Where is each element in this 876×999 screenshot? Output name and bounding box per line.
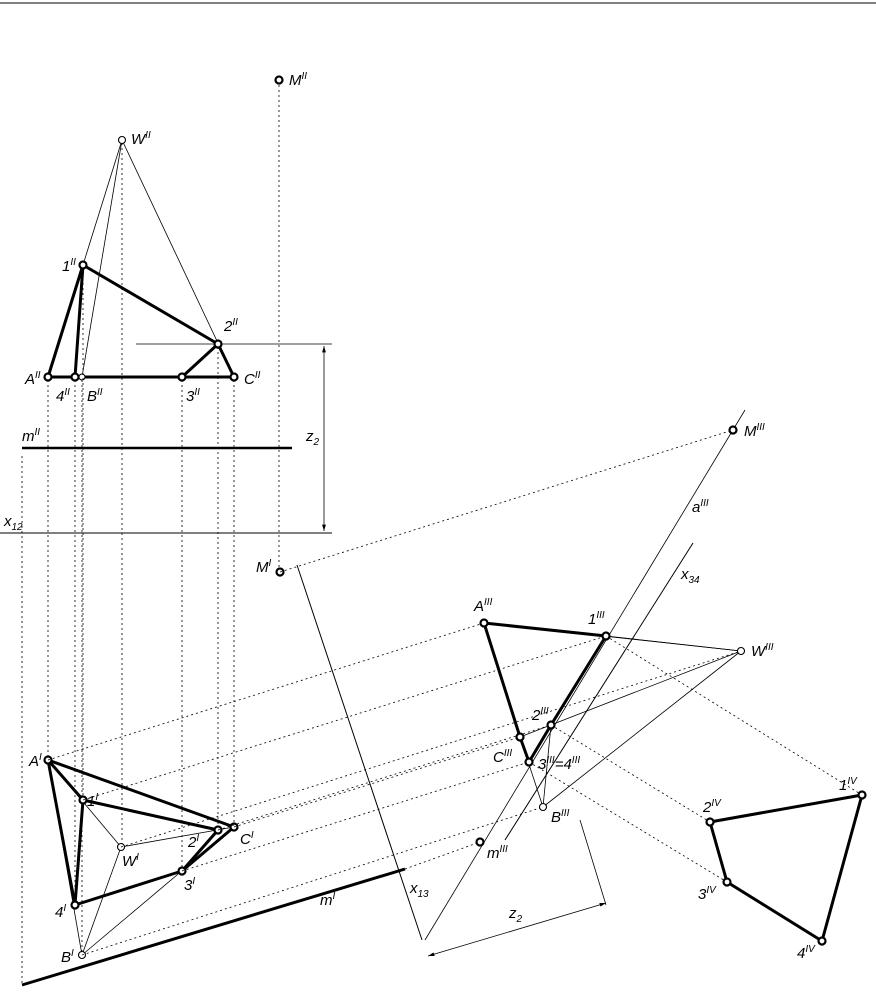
label-c-third: CIII xyxy=(493,748,512,766)
point-c-third xyxy=(515,732,525,742)
label-1-front: 1II xyxy=(62,257,76,275)
labels: MII WII 1II 2II AII 4II BII 3II CII mII … xyxy=(3,71,858,966)
label-c-front: CII xyxy=(244,370,261,388)
label-a-third: AIII xyxy=(473,597,493,615)
label-w-front: WII xyxy=(131,130,151,148)
oblique-projection-lines xyxy=(47,429,863,956)
point-a-third xyxy=(479,618,489,628)
label-w-third: WIII xyxy=(751,642,774,660)
point-1-fourth xyxy=(857,790,867,800)
label-1-fourth: 1IV xyxy=(839,776,858,794)
label-1-top: 1I xyxy=(87,792,98,810)
edge-w-b-front xyxy=(81,139,123,378)
label-3-fourth: 3IV xyxy=(698,885,717,903)
front-view xyxy=(0,75,332,572)
label-x13: x13 xyxy=(409,880,429,900)
point-2-third xyxy=(546,720,556,730)
dim-z2-bottom xyxy=(427,902,607,957)
label-3-top: 3I xyxy=(184,876,195,894)
label-4-top: 4I xyxy=(55,903,66,921)
top-view xyxy=(21,567,406,987)
label-m-third: MIII xyxy=(744,422,765,440)
label-3-front: 3II xyxy=(186,387,200,405)
label-1-third: 1III xyxy=(588,610,605,628)
edge-w-c-front xyxy=(121,139,235,378)
axis-x13 xyxy=(296,564,423,941)
point-4-front xyxy=(70,372,80,382)
point-2-front xyxy=(213,339,223,349)
point-4-top xyxy=(70,900,80,910)
line-a-third xyxy=(424,409,746,941)
point-a-front xyxy=(43,372,53,382)
point-2-fourth xyxy=(705,817,715,827)
point-4-fourth xyxy=(817,936,827,946)
point-w-front xyxy=(117,135,127,145)
point-b-third xyxy=(538,802,548,812)
label-z2-bottom: z2 xyxy=(508,905,523,925)
label-x12: x12 xyxy=(3,513,23,533)
fourth-view xyxy=(705,790,867,946)
label-a-front: AII xyxy=(24,370,41,388)
label-3-4-third: 3III=4III xyxy=(538,755,580,773)
point-1-front xyxy=(78,260,88,270)
axis-x34 xyxy=(504,542,694,841)
point-m-front xyxy=(274,75,284,85)
label-b-top: BI xyxy=(61,948,74,966)
label-2-top: 2I xyxy=(187,833,199,851)
label-2-fourth: 2IV xyxy=(702,798,722,816)
label-a-line-third: aIII xyxy=(692,498,709,516)
label-4-front: 4II xyxy=(56,387,70,405)
label-4-fourth: 4IV xyxy=(797,944,816,962)
label-2-third: 2III xyxy=(531,706,549,724)
label-m-line-top: mI xyxy=(320,891,336,909)
section-front-2-3 xyxy=(180,342,220,379)
label-z2-top: z2 xyxy=(305,428,320,448)
point-1-third xyxy=(601,631,611,641)
point-m-on-line-third xyxy=(475,837,485,847)
point-w-third xyxy=(736,646,746,656)
label-2-front: 2II xyxy=(223,317,238,335)
point-3-front xyxy=(177,372,187,382)
point-b-front xyxy=(78,373,86,381)
line-m-top xyxy=(21,867,406,987)
label-m-top: MI xyxy=(256,558,272,576)
label-w-top: WI xyxy=(122,852,139,870)
third-view xyxy=(475,425,746,847)
label-a-top: AI xyxy=(28,752,42,770)
point-3-fourth xyxy=(722,877,732,887)
point-3-4-third xyxy=(524,757,534,767)
label-b-third: BIII xyxy=(551,808,570,826)
point-c-front xyxy=(229,372,239,382)
label-m-front: MII xyxy=(289,71,307,89)
point-m-third xyxy=(728,425,738,435)
label-m-line-third: mIII xyxy=(487,844,508,862)
label-x34: x34 xyxy=(680,566,700,586)
section-front xyxy=(73,263,236,379)
label-c-top: CI xyxy=(240,830,254,848)
vertical-projection-lines xyxy=(21,143,235,985)
label-m-line-front: mII xyxy=(22,427,40,445)
section-front-a1 xyxy=(46,264,85,378)
label-b-front: BII xyxy=(87,387,103,405)
